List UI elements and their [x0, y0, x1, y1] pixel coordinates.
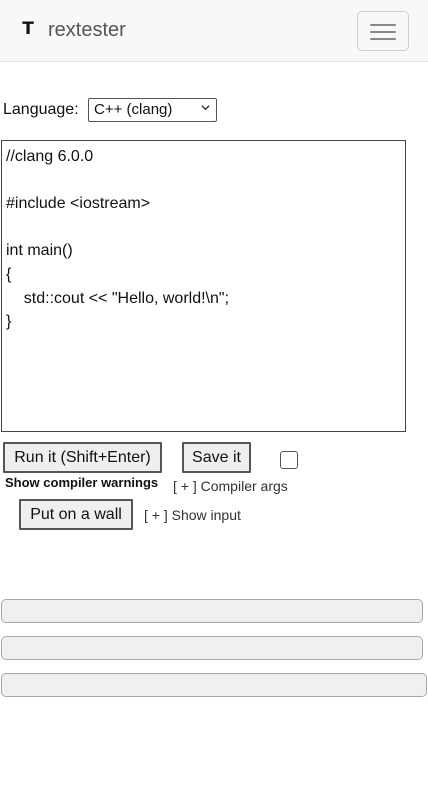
put-on-wall-button[interactable]: Put on a wall	[19, 499, 133, 530]
language-select-value: C++ (clang)	[94, 101, 173, 118]
navbar: T rextester	[0, 0, 428, 62]
hamburger-icon	[370, 24, 396, 26]
warnings-output-box	[1, 636, 423, 660]
show-warnings-checkbox[interactable]	[280, 451, 298, 469]
code-line: int main()	[6, 242, 73, 260]
stats-output-box	[1, 673, 427, 697]
show-input-toggle[interactable]: [ + ] Show input	[144, 507, 241, 523]
code-line: {	[6, 265, 12, 283]
code-line: #include <iostream>	[6, 195, 151, 213]
language-select[interactable]: C++ (clang)	[88, 98, 217, 122]
code-line	[6, 216, 401, 240]
hamburger-icon	[370, 31, 396, 33]
compiler-args-toggle[interactable]: [ + ] Compiler args	[173, 478, 288, 494]
code-editor[interactable]: //clang 6.0.0 #include <iostream> int ma…	[1, 140, 406, 432]
menu-toggle-button[interactable]	[357, 11, 409, 51]
run-button[interactable]: Run it (Shift+Enter)	[3, 442, 162, 473]
brand-name[interactable]: rextester	[48, 19, 126, 41]
save-button[interactable]: Save it	[182, 442, 251, 473]
result-output-box	[1, 599, 423, 623]
show-warnings-label: Show compiler warnings	[5, 475, 159, 490]
hamburger-icon	[370, 38, 396, 40]
brand-logo[interactable]: T	[22, 19, 34, 39]
code-line: }	[6, 313, 12, 331]
language-label: Language:	[3, 101, 79, 118]
code-line	[6, 169, 401, 193]
chevron-down-icon	[201, 105, 210, 111]
code-line: //clang 6.0.0	[6, 148, 94, 165]
code-line: std::cout << "Hello, world!\n";	[6, 289, 230, 307]
